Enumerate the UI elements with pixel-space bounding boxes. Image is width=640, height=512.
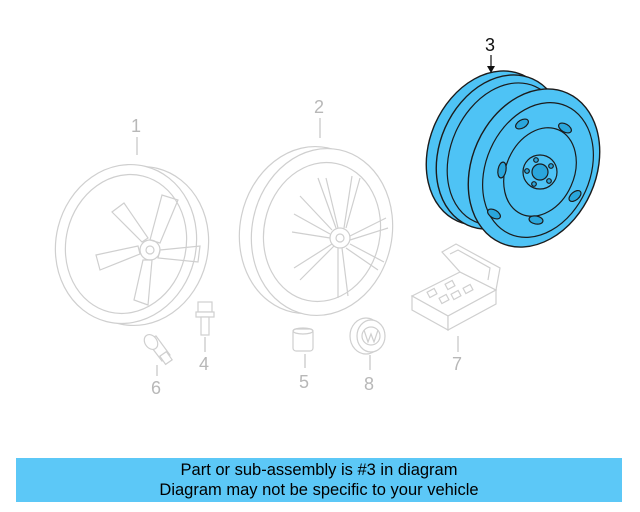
callout-arrow-3 <box>487 66 495 73</box>
callout-5: 5 <box>299 372 309 392</box>
callout-7: 7 <box>452 354 462 374</box>
callout-4: 4 <box>199 354 209 374</box>
callout-8: 8 <box>364 374 374 394</box>
alloy-wheel-1-part[interactable] <box>39 149 226 340</box>
callout-2: 2 <box>314 97 324 117</box>
banner-line-2: Diagram may not be specific to your vehi… <box>159 481 479 499</box>
parts-diagram: 1 2 3 4 <box>39 35 624 398</box>
banner-line-1: Part or sub-assembly is #3 in diagram <box>180 461 458 479</box>
callout-6: 6 <box>151 378 161 398</box>
lock-bolt-kit-part[interactable] <box>410 243 501 332</box>
callout-1: 1 <box>131 116 141 136</box>
wheel-weight-part[interactable] <box>292 327 314 352</box>
valve-stem-part[interactable] <box>141 332 173 366</box>
steel-spare-wheel-part[interactable] <box>403 51 624 269</box>
info-banner: Part or sub-assembly is #3 in diagram Di… <box>16 458 622 502</box>
alloy-wheel-2-part[interactable] <box>224 133 408 328</box>
callout-3: 3 <box>485 35 495 55</box>
lug-bolt-part[interactable] <box>195 301 215 336</box>
center-cap-part[interactable] <box>349 317 386 355</box>
